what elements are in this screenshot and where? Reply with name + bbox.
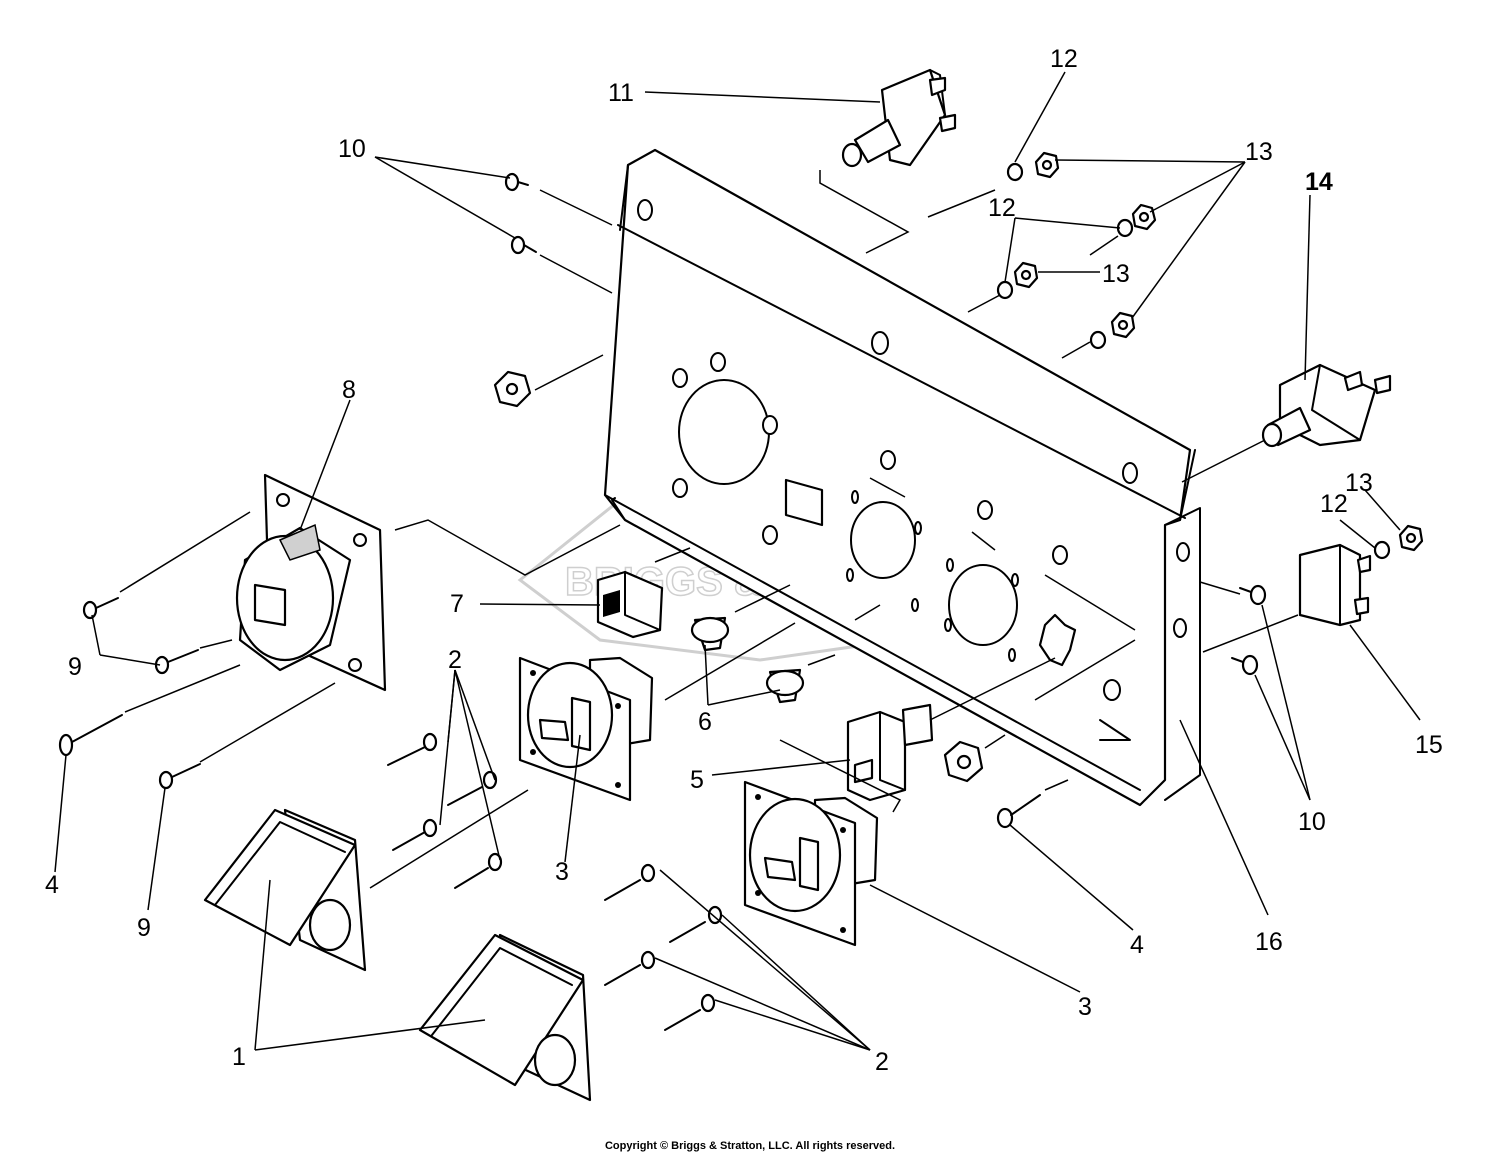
callout-8: 8 [342,376,356,404]
callout-11: 11 [608,79,634,107]
control-panel[interactable] [603,148,1201,807]
callout-5: 5 [690,766,704,794]
callout-2: 2 [875,1048,889,1076]
callout-labels: 1 2 2 3 3 4 4 5 6 7 8 9 9 10 10 11 12 12… [45,45,1443,1076]
callout-12: 12 [988,194,1016,222]
callout-13: 13 [1102,260,1130,288]
callout-14: 14 [1305,168,1333,196]
switch-11[interactable] [841,68,957,168]
callout-15: 15 [1415,731,1443,759]
callout-9: 9 [68,653,82,681]
callout-1: 1 [232,1043,246,1071]
callout-9: 9 [137,914,151,942]
leader-lines [54,71,1421,1051]
callout-16: 16 [1255,928,1283,956]
callout-3: 3 [1078,993,1092,1021]
outlet-8[interactable] [235,473,387,692]
copyright-notice: Copyright © Briggs & Stratton, LLC. All … [604,1140,896,1152]
part-15-block[interactable] [1298,543,1372,627]
callout-12: 12 [1320,490,1348,518]
callout-4: 4 [1130,931,1144,959]
cover-1-right[interactable] [418,933,592,1102]
callout-3: 3 [555,858,569,886]
callout-13: 13 [1245,138,1273,166]
callout-10: 10 [338,135,366,163]
callout-7: 7 [450,590,464,618]
callout-2: 2 [448,646,462,674]
callout-10: 10 [1298,808,1326,836]
callout-13: 13 [1345,469,1373,497]
callout-6: 6 [698,708,712,736]
part-7-block[interactable] [596,570,664,639]
callout-4: 4 [45,871,59,899]
receptacle-3-left[interactable] [518,656,654,802]
cover-1-left[interactable] [203,808,367,972]
receptacle-3-right[interactable] [743,780,879,947]
part-5-switch[interactable] [846,703,934,802]
callout-12: 12 [1050,45,1078,73]
switch-14[interactable] [1261,363,1392,448]
